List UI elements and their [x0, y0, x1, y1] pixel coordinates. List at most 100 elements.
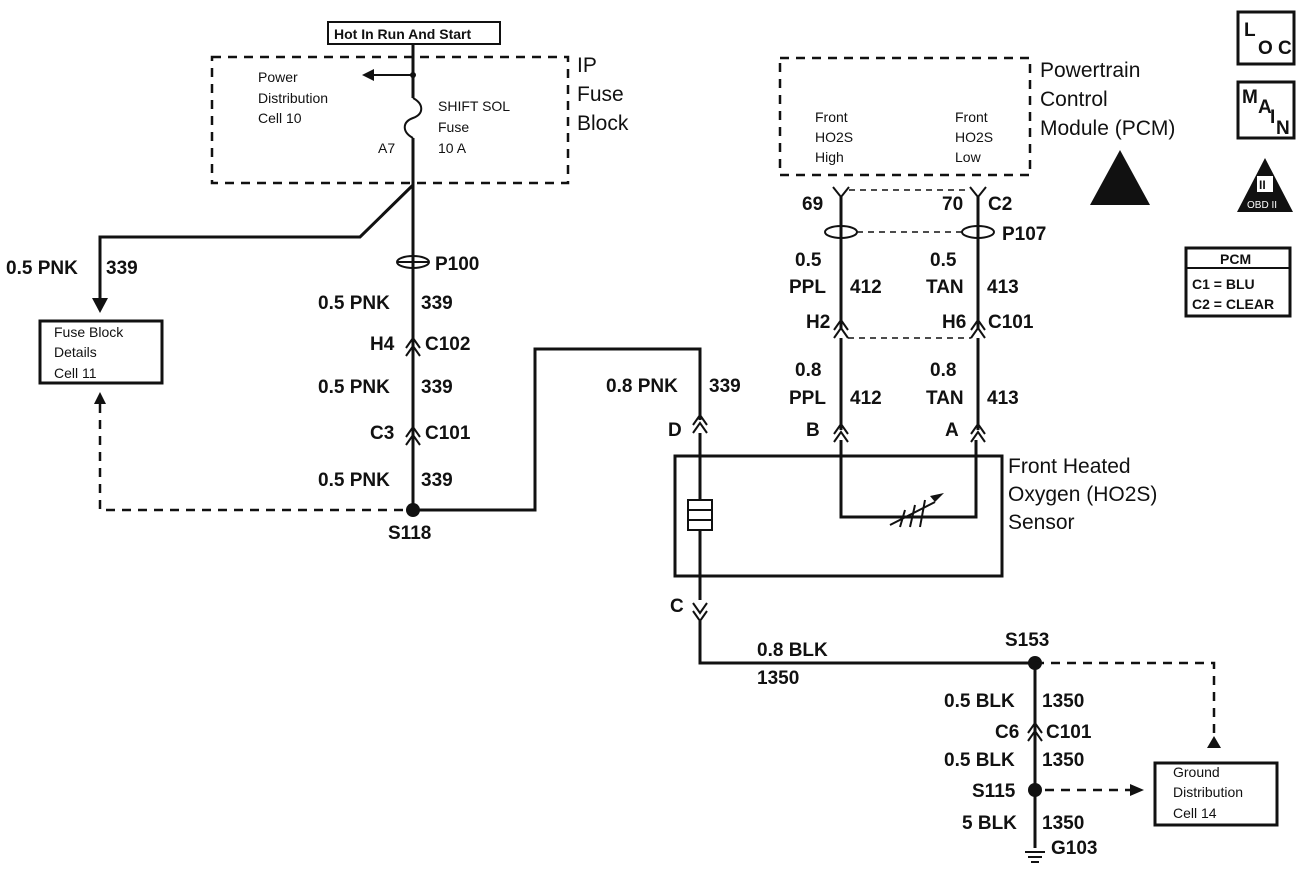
ground-distribution-box[interactable] [1153, 761, 1279, 827]
g103-label: G103 [1051, 838, 1097, 859]
ip-fuse-title-2: Fuse [577, 83, 624, 106]
sensor-title-3: Sensor [1008, 511, 1075, 534]
pin-c-connector-icon [692, 602, 708, 623]
gnd-wire1-gauge: 0.5 BLK [944, 691, 1015, 712]
left-wire1-num: 339 [421, 293, 453, 314]
c6-label: C6 [995, 722, 1019, 743]
c102-connector-icon [405, 336, 421, 357]
obd-label: OBD II [1247, 200, 1277, 211]
blk-1350-wire [698, 621, 1035, 665]
tan2-num: 413 [987, 388, 1019, 409]
pin-b-label: B [806, 420, 820, 441]
blk-gauge: 0.8 BLK [757, 640, 828, 661]
pcm-legend-title: PCM [1220, 251, 1251, 267]
gnd-wire3-num: 1350 [1042, 813, 1084, 834]
pcm-right-1: Front [955, 109, 988, 125]
sensor-element-icon [889, 499, 936, 528]
s115-arrow-icon [1130, 784, 1144, 796]
power-dist-2: Distribution [258, 90, 328, 106]
pin-70-icon [969, 186, 987, 199]
tan2-color: TAN [926, 388, 964, 409]
gnd-wire2-num: 1350 [1042, 750, 1084, 771]
location-icon[interactable] [1236, 10, 1296, 66]
s118-label: S118 [388, 523, 431, 544]
gnd-wire3-gauge: 5 BLK [962, 813, 1017, 834]
h6-label: H6 [942, 312, 966, 333]
pcm-title-3: Module (PCM) [1040, 117, 1175, 140]
heater-element-box [687, 499, 713, 531]
left-wire3-gauge: 0.5 PNK [318, 470, 390, 491]
pcm-c2-label: C2 [988, 194, 1012, 215]
pin-b-connector-icon [833, 422, 849, 443]
heater-element-icon [687, 509, 712, 521]
pnk-339-to-sensor [413, 347, 702, 512]
pin-a-connector-icon [970, 422, 986, 443]
splice-dot [410, 72, 416, 78]
ppl-num: 412 [850, 277, 882, 298]
fuse-details-1: Fuse Block [54, 324, 124, 340]
ppl-gauge: 0.5 [795, 250, 822, 271]
pcm-box [778, 56, 1032, 177]
pin-c-label: C [670, 596, 684, 617]
blk-num: 1350 [757, 668, 799, 689]
power-dist-3: Cell 10 [258, 110, 302, 126]
pin-69-label: 69 [802, 194, 823, 215]
power-dist-arrow-icon [362, 69, 374, 81]
s153-label: S153 [1005, 630, 1049, 651]
dashed-return-path [98, 404, 413, 512]
c101-connector-icon [405, 425, 421, 446]
left-wire3-num: 339 [421, 470, 453, 491]
main-a: A [1258, 97, 1272, 118]
pin-a-label: A [945, 420, 959, 441]
gnd-wire1-num: 1350 [1042, 691, 1084, 712]
s115-label: S115 [972, 781, 1016, 802]
obd-roman: II [1259, 178, 1266, 192]
pcm-left-3: High [815, 149, 844, 165]
h4-label: H4 [370, 334, 395, 355]
main-m: M [1242, 87, 1258, 108]
s115-splice-dot [1028, 783, 1042, 797]
h2-connector-icon [833, 318, 849, 339]
tan2-gauge: 0.8 [930, 360, 956, 381]
s153-dashed-link [1035, 661, 1216, 738]
fuse-pin-a7: A7 [378, 140, 395, 156]
tan-color: TAN [926, 277, 964, 298]
c6-connector-icon [1027, 721, 1043, 742]
main-n: N [1276, 118, 1290, 139]
pin-70-label: 70 [942, 194, 963, 215]
sensor-signal-loop [839, 440, 978, 519]
tan-gauge: 0.5 [930, 250, 957, 271]
ppl2-gauge: 0.8 [795, 360, 821, 381]
power-dist-1: Power [258, 69, 298, 85]
pcm-legend-c2: C2 = CLEAR [1192, 296, 1274, 312]
gd-3: Cell 14 [1173, 805, 1217, 821]
main-icon[interactable] [1236, 80, 1296, 140]
ground-symbol-icon [1025, 851, 1045, 863]
pcm-title-2: Control [1040, 88, 1108, 111]
fuse-details-2: Details [54, 344, 97, 360]
ip-fuse-block-box [210, 55, 570, 185]
branch-wire-num: 339 [106, 258, 138, 279]
fuse-block-details-box[interactable] [38, 319, 164, 385]
tan-num: 413 [987, 277, 1019, 298]
loc-l: L [1244, 20, 1256, 41]
fuse-label-1: SHIFT SOL [438, 98, 510, 114]
ppl-color: PPL [789, 277, 826, 298]
ground-dist-arrow-icon [1207, 736, 1221, 748]
left-c101-label: C101 [425, 423, 471, 444]
pcm-left-2: HO2S [815, 129, 853, 145]
fuse-details-3: Cell 11 [54, 365, 97, 381]
branch-arrow-icon [92, 298, 108, 313]
h6-connector-icon [970, 318, 986, 339]
pin-d-label: D [668, 420, 682, 441]
pcm-right-3: Low [955, 149, 982, 165]
sensor-feed-num: 339 [709, 376, 741, 397]
sensor-element-arrow-icon [930, 493, 944, 502]
branch-wire-gauge: 0.5 PNK [6, 258, 78, 279]
loc-oc: O C [1258, 38, 1292, 59]
main-i: I [1270, 107, 1275, 128]
h2-label: H2 [806, 312, 830, 333]
pcm-title-1: Powertrain [1040, 59, 1140, 82]
gnd-c101-label: C101 [1046, 722, 1092, 743]
